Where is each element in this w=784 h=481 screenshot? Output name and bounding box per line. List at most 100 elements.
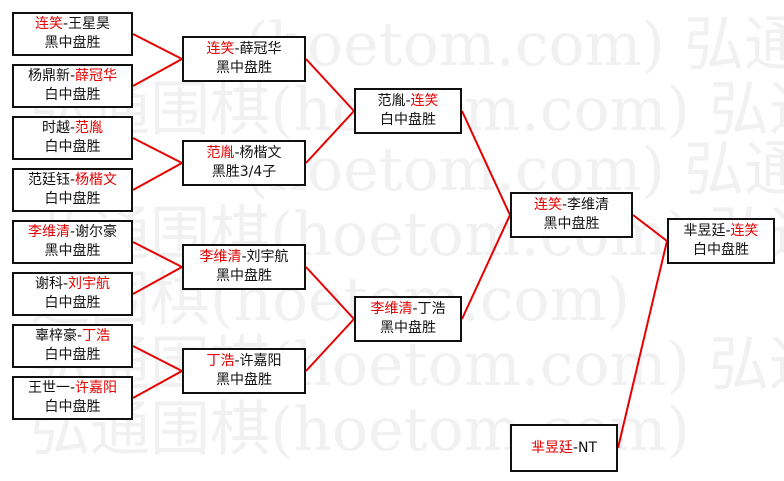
match-result: 黑中盘胜: [44, 243, 101, 259]
match-box-r4-1: 连笑-李维清黑中盘胜: [510, 192, 633, 238]
vs-separator: -: [69, 380, 76, 396]
match-players: 连笑-王星昊: [35, 15, 110, 34]
match-box-r1-6: 谢科-刘宇航白中盘胜: [12, 272, 133, 316]
player-1-name: 杨鼎新: [27, 68, 70, 84]
connector-r4-2-to-final: [617, 240, 668, 449]
vs-separator: -: [405, 93, 411, 109]
player-2-name: 薛冠华: [75, 68, 118, 84]
connector-r2-1-to-r3-1: [305, 58, 355, 112]
connector-r3-1-to-r4-1: [461, 110, 511, 216]
vs-separator: -: [234, 353, 240, 369]
vs-separator: -: [572, 439, 579, 456]
match-players: 李维清-丁浩: [370, 300, 445, 319]
player-2-name: 范胤: [75, 120, 104, 136]
player-1-name: 芈昱廷: [683, 223, 726, 239]
match-players: 芈昱廷-NT: [531, 439, 597, 458]
player-1-name: 辜梓豪: [34, 328, 77, 344]
match-box-r2-1: 连笑-薛冠华黑中盘胜: [182, 36, 306, 82]
match-box-r1-1: 连笑-王星昊黑中盘胜: [12, 12, 133, 56]
player-2-name: NT: [578, 439, 598, 456]
connector-r1-7-to-r2-4: [132, 345, 183, 372]
match-result: 白中盘胜: [44, 191, 101, 207]
player-1-name: 谢科: [34, 276, 63, 292]
player-1-name: 李维清: [199, 249, 242, 265]
connector-r1-2-to-r2-1: [132, 58, 183, 87]
player-2-name: 许嘉阳: [239, 353, 282, 369]
match-box-r1-3: 时越-范胤白中盘胜: [12, 116, 133, 160]
match-result: 黑中盘胜: [44, 35, 101, 51]
connector-r1-6-to-r2-3: [132, 266, 183, 295]
match-result: 白中盘胜: [44, 295, 101, 311]
match-players: 谢科-刘宇航: [35, 275, 110, 294]
vs-separator: -: [76, 328, 83, 344]
match-players: 李维清-谢尔豪: [28, 223, 117, 242]
match-box-r1-8: 王世一-许嘉阳白中盘胜: [12, 376, 133, 420]
match-result: 白中盘胜: [693, 242, 749, 258]
connector-r2-3-to-r3-2: [305, 266, 355, 320]
match-players: 芈昱廷-连笑: [683, 222, 758, 241]
match-result: 黑中盘胜: [216, 372, 272, 388]
match-result: 黑中盘胜: [543, 216, 600, 232]
match-players: 时越-范胤: [42, 119, 103, 138]
vs-separator: -: [69, 120, 76, 136]
player-2-name: 连笑: [730, 223, 759, 239]
vs-separator: -: [241, 249, 247, 265]
player-1-name: 连笑: [34, 16, 63, 32]
vs-separator: -: [561, 197, 568, 213]
player-2-name: 连笑: [410, 93, 439, 109]
player-1-name: 范胤: [206, 145, 235, 161]
match-players: 连笑-李维清: [534, 196, 609, 215]
match-players: 连笑-薛冠华: [206, 40, 281, 59]
player-1-name: 王世一: [27, 380, 70, 396]
player-2-name: 杨楷文: [75, 172, 118, 188]
player-1-name: 丁浩: [206, 353, 235, 369]
vs-separator: -: [69, 172, 76, 188]
player-2-name: 许嘉阳: [75, 380, 118, 396]
player-2-name: 丁浩: [82, 328, 111, 344]
vs-separator: -: [69, 224, 76, 240]
vs-separator: -: [725, 223, 731, 239]
player-1-name: 芈昱廷: [530, 439, 573, 456]
match-result: 黑中盘胜: [380, 320, 436, 336]
connector-r3-2-to-r4-1: [461, 214, 511, 320]
match-result: 白中盘胜: [44, 87, 101, 103]
match-result: 黑中盘胜: [216, 60, 272, 76]
connector-r1-4-to-r2-2: [132, 162, 183, 191]
connector-r1-1-to-r2-1: [132, 33, 183, 60]
match-players: 杨鼎新-薛冠华: [28, 67, 117, 86]
connector-r1-8-to-r2-4: [132, 370, 183, 399]
connector-r1-5-to-r2-3: [132, 241, 183, 268]
match-players: 范廷钰-杨楷文: [28, 171, 117, 190]
match-players: 辜梓豪-丁浩: [35, 327, 110, 346]
match-box-r1-2: 杨鼎新-薛冠华白中盘胜: [12, 64, 133, 108]
player-2-name: 王星昊: [68, 16, 111, 32]
player-2-name: 丁浩: [417, 301, 446, 317]
match-box-r3-1: 范胤-连笑白中盘胜: [354, 88, 462, 134]
vs-separator: -: [69, 68, 76, 84]
match-box-r2-4: 丁浩-许嘉阳黑中盘胜: [182, 348, 306, 394]
player-2-name: 薛冠华: [239, 41, 282, 57]
player-2-name: 杨楷文: [239, 145, 282, 161]
connector-r2-4-to-r3-2: [305, 318, 355, 372]
match-box-r1-4: 范廷钰-杨楷文白中盘胜: [12, 168, 133, 212]
match-players: 李维清-刘宇航: [199, 248, 288, 267]
match-result: 白中盘胜: [44, 399, 101, 415]
player-2-name: 谢尔豪: [75, 224, 118, 240]
vs-separator: -: [412, 301, 418, 317]
connector-r1-3-to-r2-2: [132, 137, 183, 164]
match-players: 王世一-许嘉阳: [28, 379, 117, 398]
player-1-name: 范廷钰: [27, 172, 70, 188]
vs-separator: -: [234, 145, 240, 161]
connector-r2-2-to-r3-1: [305, 110, 355, 164]
match-players: 范胤-连笑: [377, 92, 438, 111]
vs-separator: -: [62, 16, 69, 32]
match-box-r1-5: 李维清-谢尔豪黑中盘胜: [12, 220, 133, 264]
match-box-final: 芈昱廷-连笑白中盘胜: [667, 218, 775, 264]
player-1-name: 连笑: [533, 197, 562, 213]
player-2-name: 李维清: [567, 197, 610, 213]
match-result: 白中盘胜: [380, 112, 436, 128]
player-1-name: 范胤: [377, 93, 406, 109]
player-2-name: 刘宇航: [68, 276, 111, 292]
match-result: 黑中盘胜: [216, 268, 272, 284]
